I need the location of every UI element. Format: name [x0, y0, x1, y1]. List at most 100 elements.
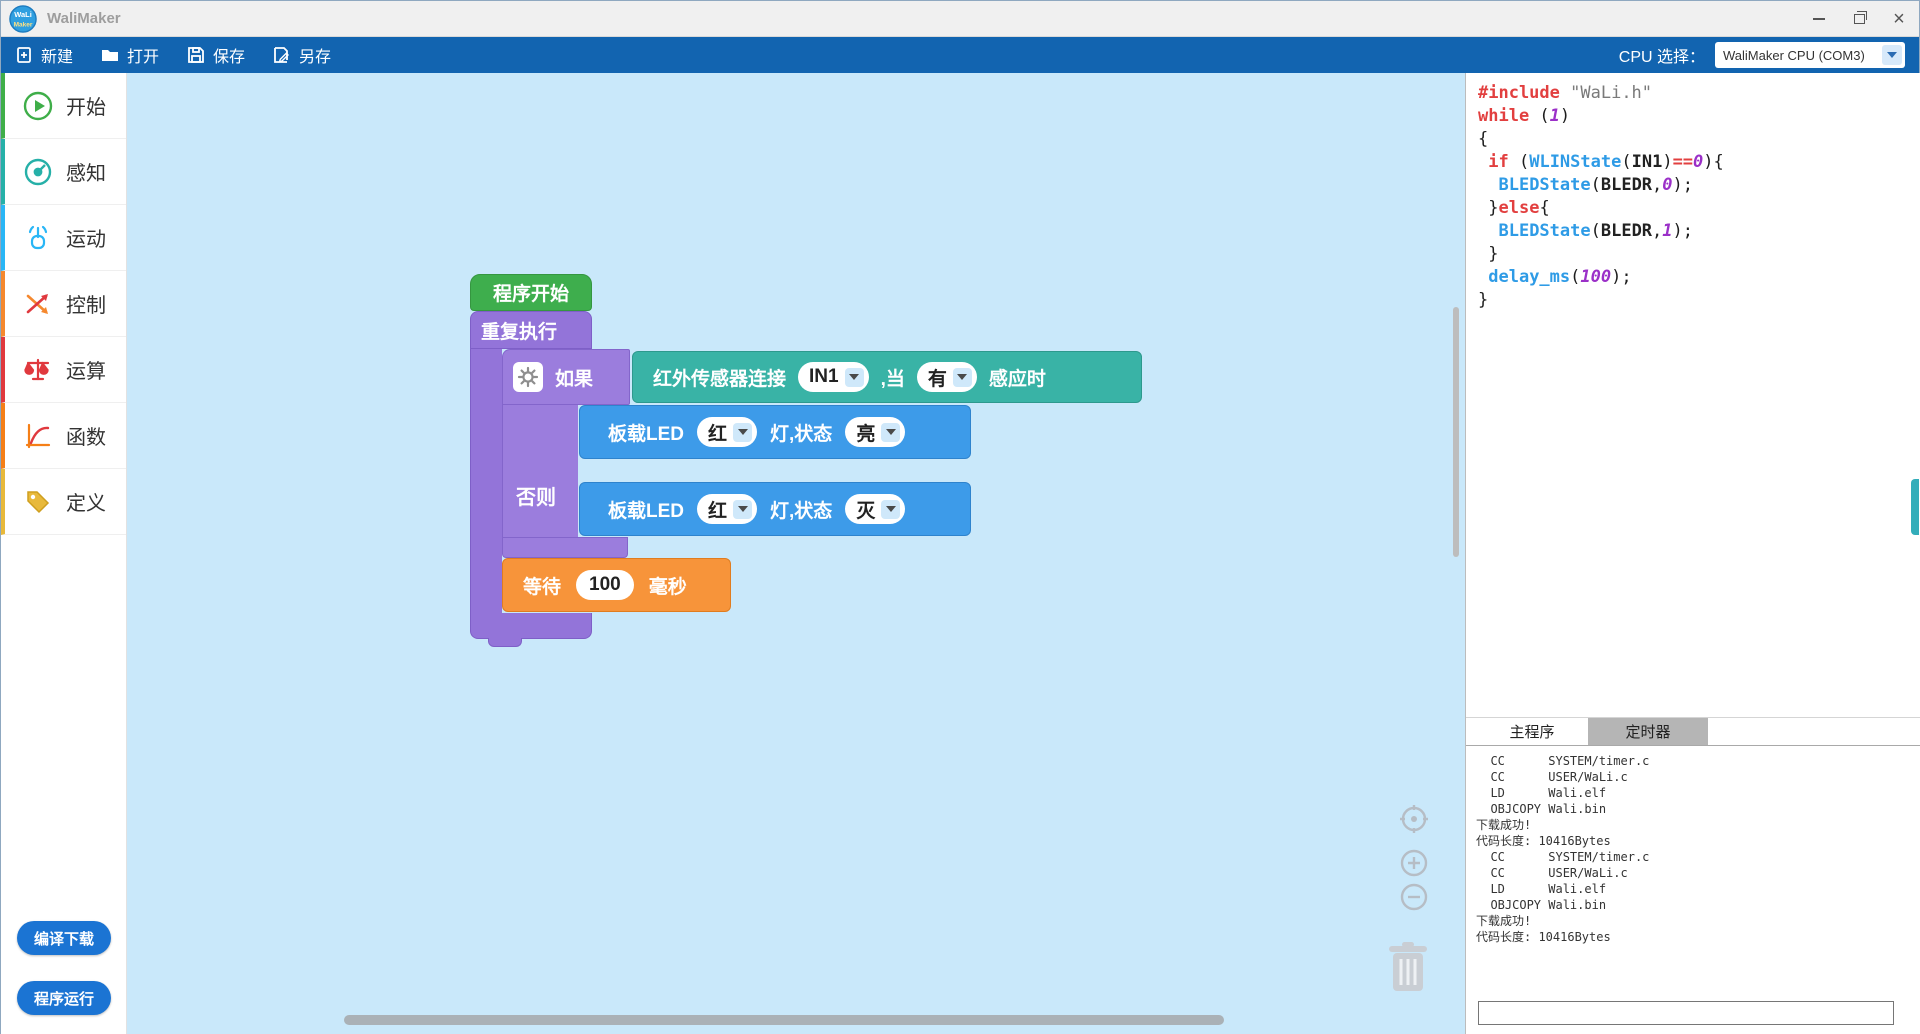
- sidebar-actions: 编译下载 程序运行: [1, 921, 127, 1015]
- canvas-horizontal-scrollbar[interactable]: [344, 1015, 1224, 1025]
- save-button-label: 保存: [213, 49, 246, 66]
- gear-icon: [517, 366, 539, 388]
- close-button[interactable]: ×: [1879, 1, 1919, 37]
- led-block-text: 板载LED: [608, 500, 685, 522]
- led-block-text: 板载LED: [608, 423, 685, 445]
- save-as-button[interactable]: 另存: [259, 37, 345, 73]
- zoom-out-button[interactable]: [1398, 881, 1430, 913]
- new-button-label: 新建: [41, 49, 74, 66]
- zoom-reset-button[interactable]: [1398, 803, 1430, 835]
- title-bar: WaLi Maker WaliMaker ×: [1, 1, 1919, 37]
- main-toolbar: 新建 打开 保存 另存 CPU 选择： WaliMaker CPU (COM3): [1, 37, 1919, 73]
- save-as-button-label: 另存: [299, 49, 332, 66]
- sidebar-item-label: 函数: [66, 427, 106, 449]
- maximize-button[interactable]: [1839, 1, 1879, 37]
- led-on-block[interactable]: 板载LED 红 灯,状态 亮: [579, 405, 971, 459]
- repeat-block-label: 重复执行: [481, 321, 558, 343]
- cpu-select-area: CPU 选择： WaliMaker CPU (COM3): [1619, 37, 1905, 73]
- open-button[interactable]: 打开: [87, 37, 173, 73]
- code-tab-bar: 主程序 定时器: [1466, 717, 1920, 746]
- sensor-condition-block[interactable]: 红外传感器连接 IN1 ,当 有 感应时: [632, 351, 1142, 403]
- sidebar-item-define[interactable]: 定义: [1, 469, 126, 535]
- chevron-down-icon: [844, 367, 864, 387]
- led-color-dropdown[interactable]: 红: [697, 417, 758, 447]
- block-workspace[interactable]: 程序开始 重复执行 如果 否则 红外传感器连接 IN1 ,: [127, 73, 1465, 1034]
- led-block-text: 灯,状态: [770, 423, 833, 445]
- zoom-in-button[interactable]: [1398, 847, 1430, 879]
- sensor-icon: [24, 158, 52, 185]
- open-folder-icon: [102, 50, 119, 61]
- sensor-port-dropdown[interactable]: IN1: [798, 362, 869, 392]
- sidebar-item-sense[interactable]: 感知: [1, 139, 126, 205]
- maximize-icon: [1853, 11, 1867, 24]
- led-state-value: 灭: [856, 500, 876, 522]
- save-as-icon: [274, 47, 290, 63]
- svg-text:Maker: Maker: [14, 21, 33, 28]
- sidebar-item-motion[interactable]: 运动: [1, 205, 126, 271]
- if-block[interactable]: 如果: [502, 349, 630, 405]
- sensor-port-value: IN1: [809, 366, 839, 387]
- balance-scale-icon: [24, 358, 50, 380]
- wait-value-input[interactable]: 100: [576, 570, 634, 600]
- tab-timer[interactable]: 定时器: [1588, 718, 1708, 745]
- sidebar-item-label: 定义: [66, 493, 106, 515]
- wait-block[interactable]: 等待 100 毫秒: [502, 558, 731, 612]
- panel-collapse-handle[interactable]: [1911, 479, 1919, 535]
- app-title: WaliMaker: [47, 10, 121, 27]
- led-color-value: 红: [708, 500, 728, 522]
- sidebar-item-label: 开始: [66, 97, 106, 119]
- sensor-block-text: ,当: [880, 368, 905, 390]
- run-program-button[interactable]: 程序运行: [17, 981, 111, 1015]
- chevron-down-icon: [881, 422, 901, 442]
- window-controls: ×: [1799, 1, 1919, 37]
- repeat-block-foot[interactable]: [470, 613, 592, 639]
- cpu-select-value: WaliMaker CPU (COM3): [1723, 47, 1865, 63]
- sidebar-item-control[interactable]: 控制: [1, 271, 126, 337]
- if-block-label: 如果: [555, 368, 594, 390]
- new-button[interactable]: 新建: [1, 37, 87, 73]
- console-input[interactable]: [1478, 1001, 1894, 1025]
- compile-download-button[interactable]: 编译下载: [17, 921, 111, 955]
- mutator-gear-button[interactable]: [513, 362, 543, 392]
- shuffle-arrows-icon: [26, 293, 48, 314]
- sidebar-item-operator[interactable]: 运算: [1, 337, 126, 403]
- start-block-label: 程序开始: [492, 284, 569, 305]
- sidebar-item-label: 运动: [66, 229, 106, 251]
- led-state-dropdown[interactable]: 亮: [845, 417, 906, 447]
- app-logo: WaLi Maker: [9, 4, 37, 33]
- led-off-block[interactable]: 板载LED 红 灯,状态 灭: [579, 482, 971, 536]
- hand-gesture-icon: [28, 225, 48, 249]
- chevron-down-icon: [881, 499, 901, 519]
- chevron-down-icon: [733, 422, 753, 442]
- sensor-state-dropdown[interactable]: 有: [916, 362, 977, 392]
- start-block[interactable]: 程序开始: [470, 274, 592, 311]
- canvas-vertical-scrollbar[interactable]: [1453, 307, 1459, 557]
- chevron-down-icon: [1882, 45, 1902, 65]
- led-color-dropdown[interactable]: 红: [697, 494, 758, 524]
- tab-main-program[interactable]: 主程序: [1509, 724, 1555, 741]
- trash-button[interactable]: [1385, 939, 1431, 995]
- else-block-label: 否则: [516, 487, 556, 509]
- chevron-down-icon: [733, 499, 753, 519]
- block-category-sidebar: 开始 感知 运动 控制 运算 函数 定义 编译下载 程序运行: [1, 73, 127, 1034]
- cpu-select-label: CPU 选择：: [1618, 49, 1705, 66]
- cpu-select-dropdown[interactable]: WaliMaker CPU (COM3): [1715, 42, 1905, 68]
- code-lines: #include "WaLi.h"while (1){ if (WLINStat…: [1478, 83, 1724, 310]
- chevron-down-icon: [952, 367, 972, 387]
- minimize-button[interactable]: [1799, 1, 1839, 37]
- save-button[interactable]: 保存: [173, 37, 259, 73]
- if-block-spine[interactable]: [502, 405, 578, 537]
- console-output: CC SYSTEM/timer.c CC USER/WaLi.c LD Wali…: [1476, 754, 1650, 944]
- if-block-foot[interactable]: [502, 537, 628, 558]
- repeat-block[interactable]: 重复执行: [470, 311, 592, 349]
- sidebar-item-start[interactable]: 开始: [1, 73, 126, 139]
- minimize-icon: [1813, 18, 1825, 20]
- wait-block-text: 等待: [523, 576, 562, 598]
- sensor-block-text: 感应时: [988, 368, 1046, 390]
- led-state-value: 亮: [856, 423, 876, 445]
- tag-icon: [27, 490, 50, 513]
- repeat-block-spine[interactable]: [470, 349, 502, 613]
- sidebar-item-function[interactable]: 函数: [1, 403, 126, 469]
- led-state-dropdown[interactable]: 灭: [845, 494, 906, 524]
